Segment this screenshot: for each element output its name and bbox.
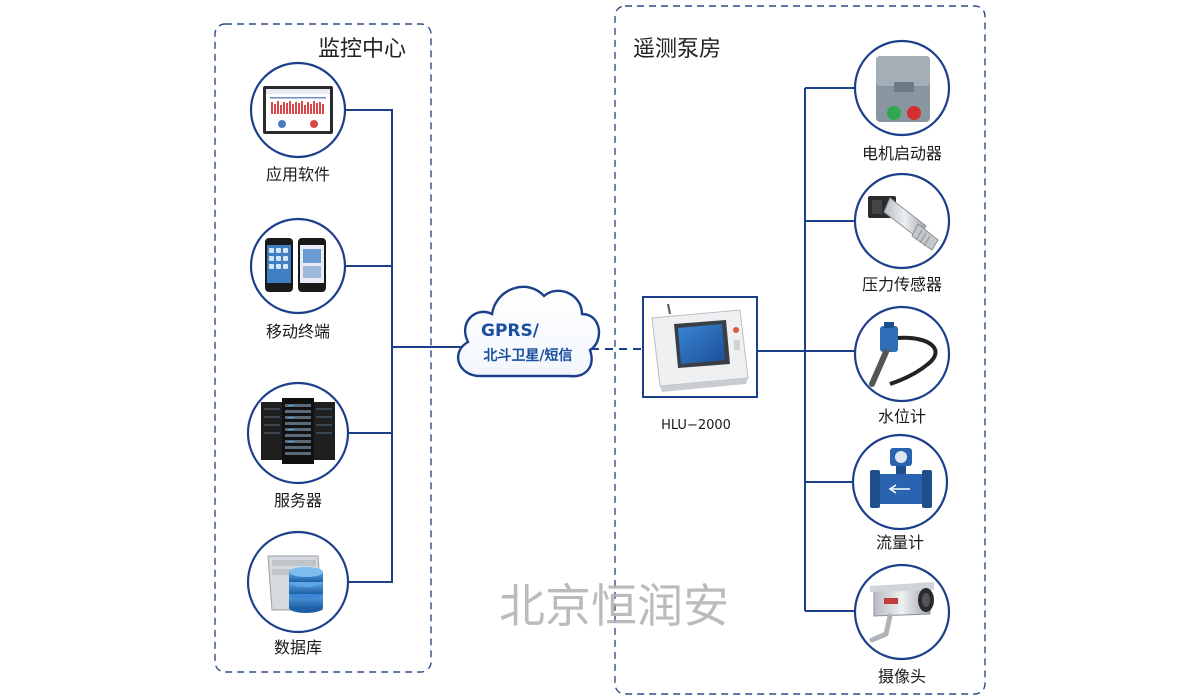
right-connectors xyxy=(757,87,855,612)
pressure-sensor-label: 压力传感器 xyxy=(862,275,942,294)
mobile-terminal-label: 移动终端 xyxy=(266,322,330,341)
pump-room-title: 遥测泵房 xyxy=(633,37,721,62)
cloud-text-line2: 北斗卫星/短信 xyxy=(483,347,572,364)
pressure-sensor-icon xyxy=(868,196,939,251)
camera-node xyxy=(853,563,951,661)
water-level-gauge-icon xyxy=(869,322,938,387)
watermark-text: 北京恒润安 xyxy=(499,579,729,633)
mobile-terminal-node xyxy=(249,217,347,315)
server-rack-icon xyxy=(261,398,335,464)
flow-meter-icon xyxy=(870,448,932,508)
camera-label: 摄像头 xyxy=(878,667,926,686)
flow-meter-node xyxy=(851,433,949,531)
smartphones-icon xyxy=(265,238,326,292)
motor-starter-label: 电机启动器 xyxy=(862,144,942,163)
pump-room-panel xyxy=(614,5,986,695)
cloud-icon xyxy=(457,285,601,378)
app-software-node xyxy=(249,61,347,159)
control-unit-icon xyxy=(651,303,749,392)
server-node xyxy=(246,381,350,485)
cloud-node: GPRS/ 北斗卫星/短信 xyxy=(457,285,601,378)
database-node xyxy=(246,530,350,634)
app-software-label: 应用软件 xyxy=(266,165,330,184)
monitoring-center-title: 监控中心 xyxy=(318,37,406,62)
database-label: 数据库 xyxy=(274,638,322,657)
database-icon xyxy=(267,555,323,613)
cloud-text-line1: GPRS/ xyxy=(481,321,540,341)
left-connectors xyxy=(345,109,466,583)
water-level-gauge-node xyxy=(853,305,951,403)
motor-starter-icon xyxy=(876,56,930,122)
motor-starter-node xyxy=(853,39,951,137)
controller-label: HLU−2000 xyxy=(661,418,731,433)
flow-meter-label: 流量计 xyxy=(876,533,924,552)
pressure-sensor-node xyxy=(853,172,951,270)
controller-node xyxy=(642,296,758,398)
monitor-dashboard-icon xyxy=(263,86,333,134)
monitoring-center-panel xyxy=(214,23,432,673)
water-level-gauge-label: 水位计 xyxy=(878,407,926,426)
camera-icon xyxy=(869,582,934,643)
server-label: 服务器 xyxy=(274,491,322,510)
